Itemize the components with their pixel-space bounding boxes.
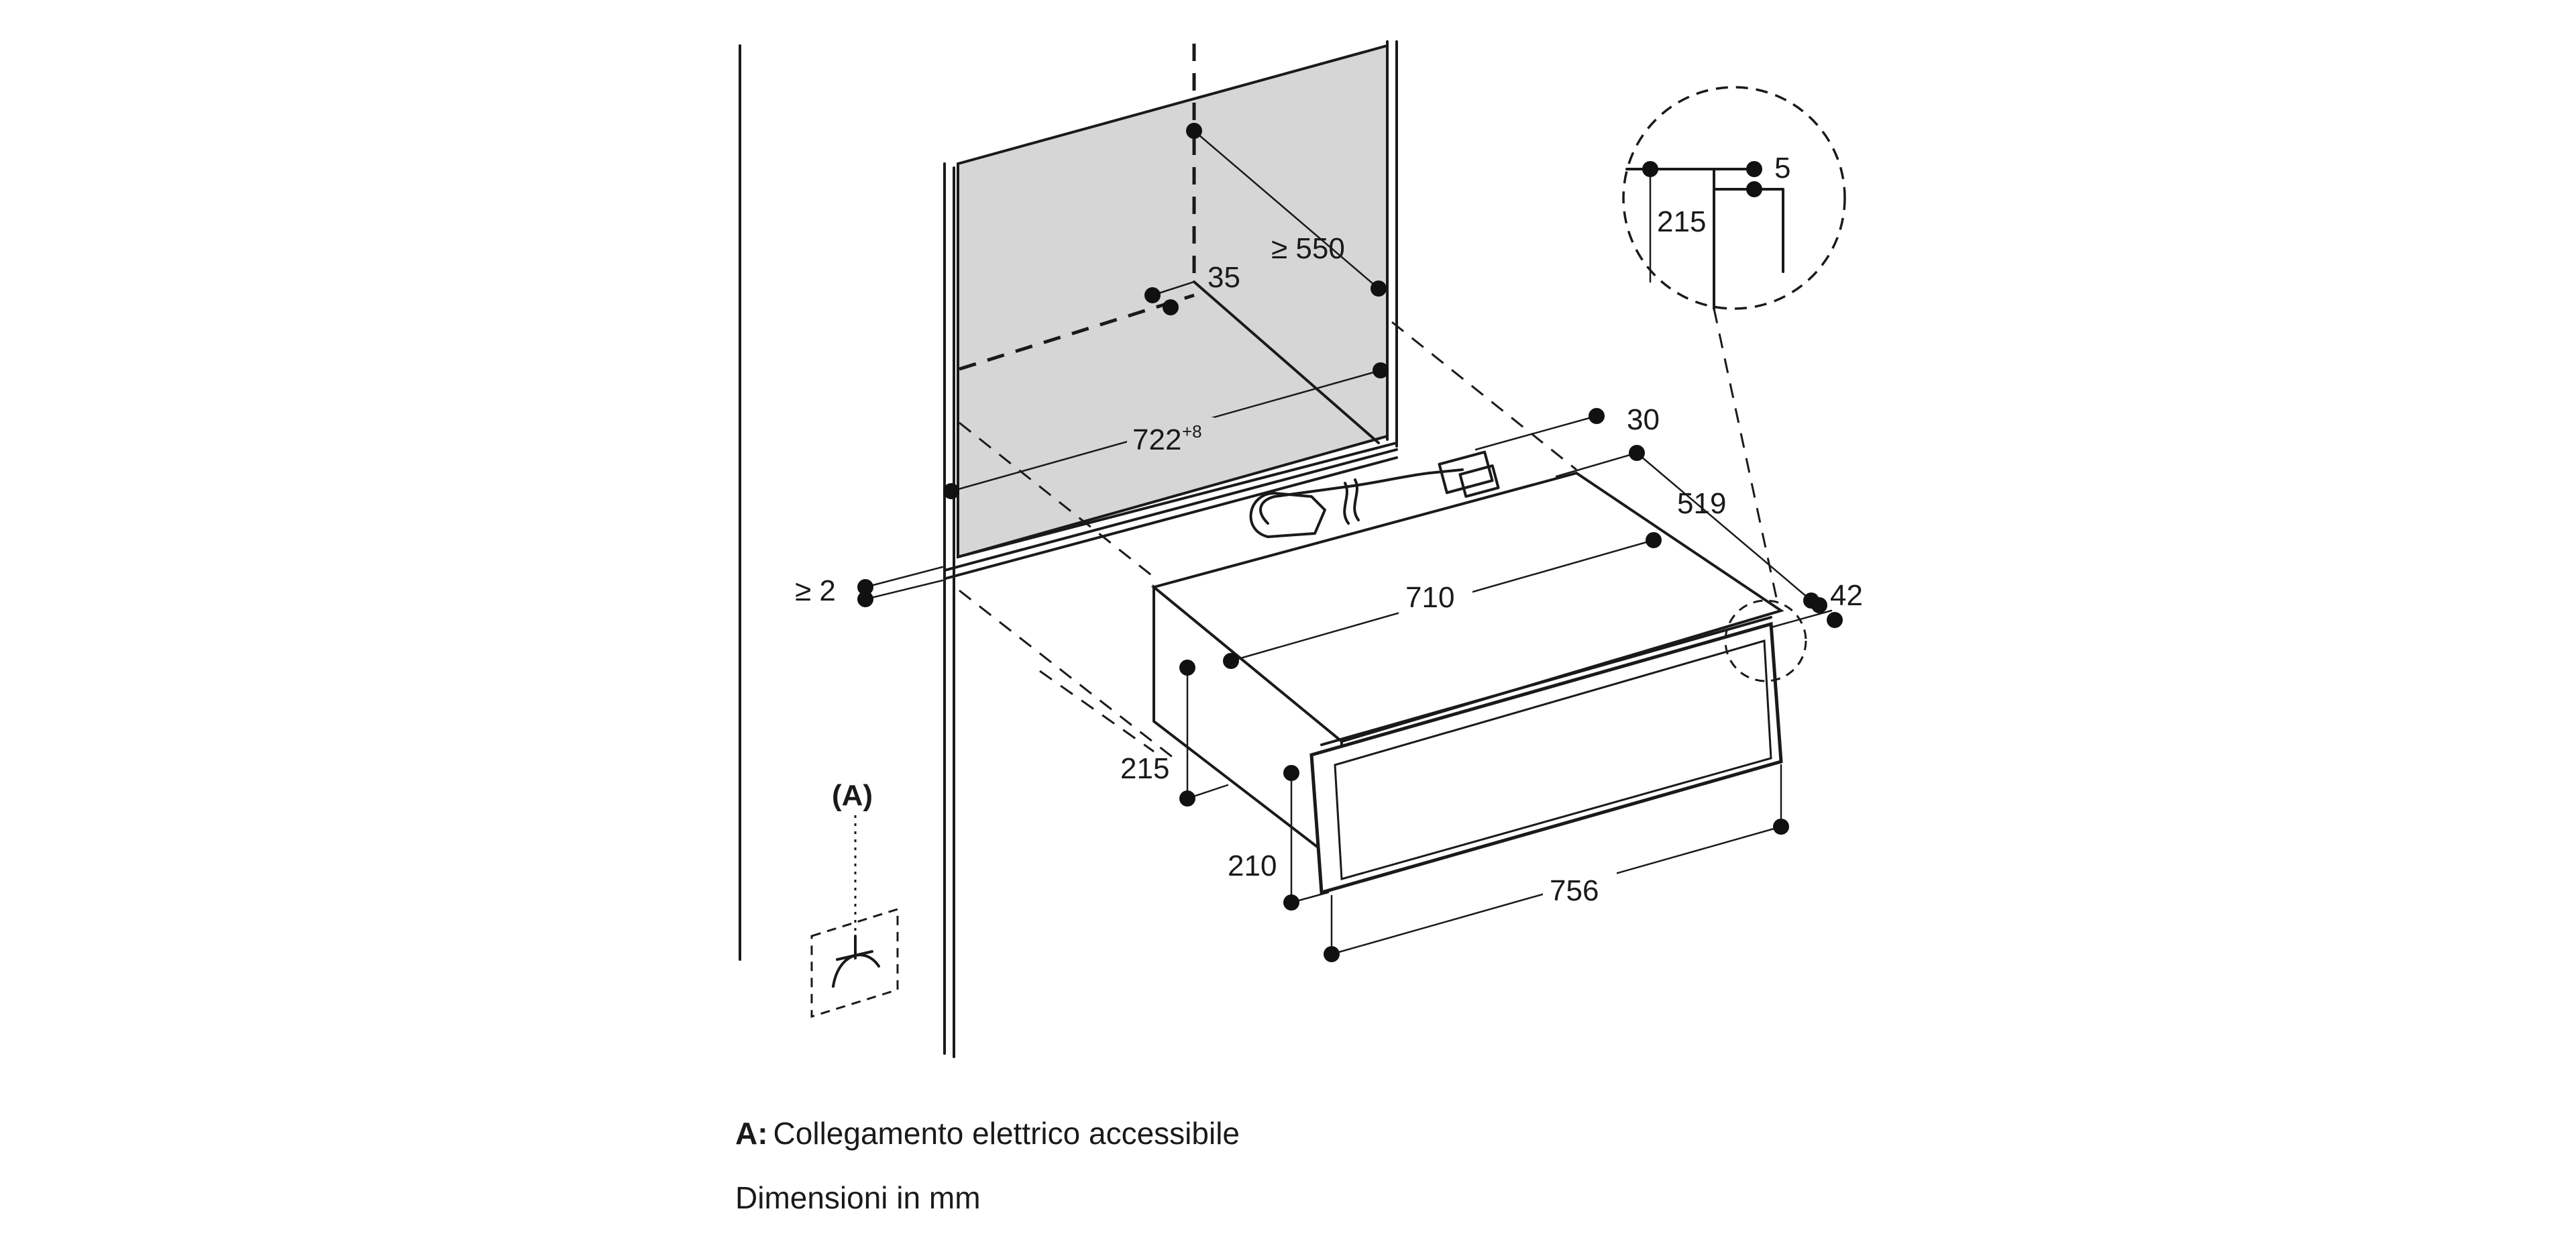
dim-215-label: 215 <box>1120 752 1169 785</box>
shelf-line-top <box>957 442 1398 558</box>
detail-leader-line <box>1713 308 1779 605</box>
dim-756-dot-a <box>1324 946 1340 962</box>
shelf-line-front <box>943 448 1398 572</box>
dim-42-label: 42 <box>1830 579 1863 612</box>
detail-215-label: 215 <box>1657 205 1706 238</box>
dim-30-label: 30 <box>1627 403 1660 436</box>
dim-2-label: ≥ 2 <box>795 574 836 607</box>
socket-marker-label: (A) <box>832 779 873 812</box>
dim-722-dot-b <box>1373 362 1389 378</box>
niche-floor-dashed <box>959 293 1195 371</box>
dim-710-label: 710 <box>1405 581 1454 614</box>
dim-210-label: 210 <box>1228 849 1277 882</box>
projection-dashed-1 <box>959 421 1155 578</box>
dim-519-label: 519 <box>1677 487 1726 520</box>
projection-dashed-3 <box>959 589 1175 760</box>
dim-215-dot-a <box>1179 660 1195 676</box>
dim-710-dot-b <box>1646 532 1662 548</box>
projection-dashed-2 <box>1391 321 1577 471</box>
dim-550-dot-a <box>1186 123 1202 139</box>
dim-722-label: 722 <box>1132 423 1181 456</box>
dim-30-line <box>1474 415 1598 451</box>
dim-2-line-b <box>864 579 944 601</box>
dim-42-dot-b <box>1827 612 1843 628</box>
projection-dashed-4 <box>1039 670 1155 753</box>
niche-diagonal-edge <box>1193 280 1380 444</box>
power-cable <box>1259 468 1464 525</box>
dim-519-dot-a <box>1629 445 1645 461</box>
detail-5-dot-a <box>1746 161 1762 177</box>
detail-circle <box>1622 86 1846 310</box>
dim-550-label: ≥ 550 <box>1271 232 1345 265</box>
legend-a: A:Collegamento elettrico accessibile <box>735 1115 1240 1151</box>
dim-722-dot-a <box>943 483 959 499</box>
drawer-front-top-lip <box>1320 616 1772 746</box>
shelf-line-bottom <box>945 456 1398 580</box>
dim-519-ext <box>1555 452 1638 478</box>
dim-35-label: 35 <box>1208 261 1240 294</box>
detail-target-circle <box>1724 599 1807 682</box>
drawer-front-panel <box>1309 621 1783 895</box>
dim-722-tolerance: +8 <box>1182 421 1202 442</box>
socket-box-dashed <box>810 907 899 1019</box>
dim-550-dot-b <box>1371 280 1387 297</box>
dim-30-dot <box>1589 408 1605 424</box>
socket-outlet <box>1249 492 1326 538</box>
dim-2-line-a <box>864 566 944 588</box>
dim-210-dot-b <box>1283 894 1299 911</box>
dim-756-label: 756 <box>1550 874 1599 907</box>
dim-519-line <box>1635 452 1813 602</box>
detail-5-label: 5 <box>1774 152 1790 185</box>
dim-42-line <box>1770 609 1833 629</box>
drawer-front-inner <box>1334 639 1772 880</box>
detail-215-dot <box>1642 161 1658 177</box>
legend-units-text: Dimensioni in mm <box>735 1180 981 1215</box>
socket-icon <box>832 935 880 988</box>
dim-550-line <box>1193 130 1380 290</box>
dim-710-dot-a <box>1223 653 1239 669</box>
legend-units: Dimensioni in mm <box>735 1180 981 1216</box>
plug-head <box>1458 464 1500 498</box>
dim-756-dot-b <box>1773 819 1789 835</box>
dim-42-dot-a <box>1811 597 1827 613</box>
legend-a-key: A: <box>735 1116 768 1151</box>
dim-35-dot-b <box>1163 299 1179 315</box>
dim-756-label-bg <box>1543 872 1617 910</box>
dim-722-label-bg <box>1127 417 1214 458</box>
dim-2-dot-a <box>857 579 873 595</box>
legend-a-text: Collegamento elettrico accessibile <box>773 1116 1240 1151</box>
dim-710-label-bg <box>1399 578 1472 617</box>
dim-215-dot-b <box>1179 790 1195 807</box>
cable-wavy-break <box>1343 478 1360 525</box>
dim-2-dot-b <box>857 591 873 607</box>
dim-210-dot-a <box>1283 765 1299 781</box>
dim-35-dot-a <box>1144 287 1161 303</box>
detail-5-dot-b <box>1746 181 1762 197</box>
